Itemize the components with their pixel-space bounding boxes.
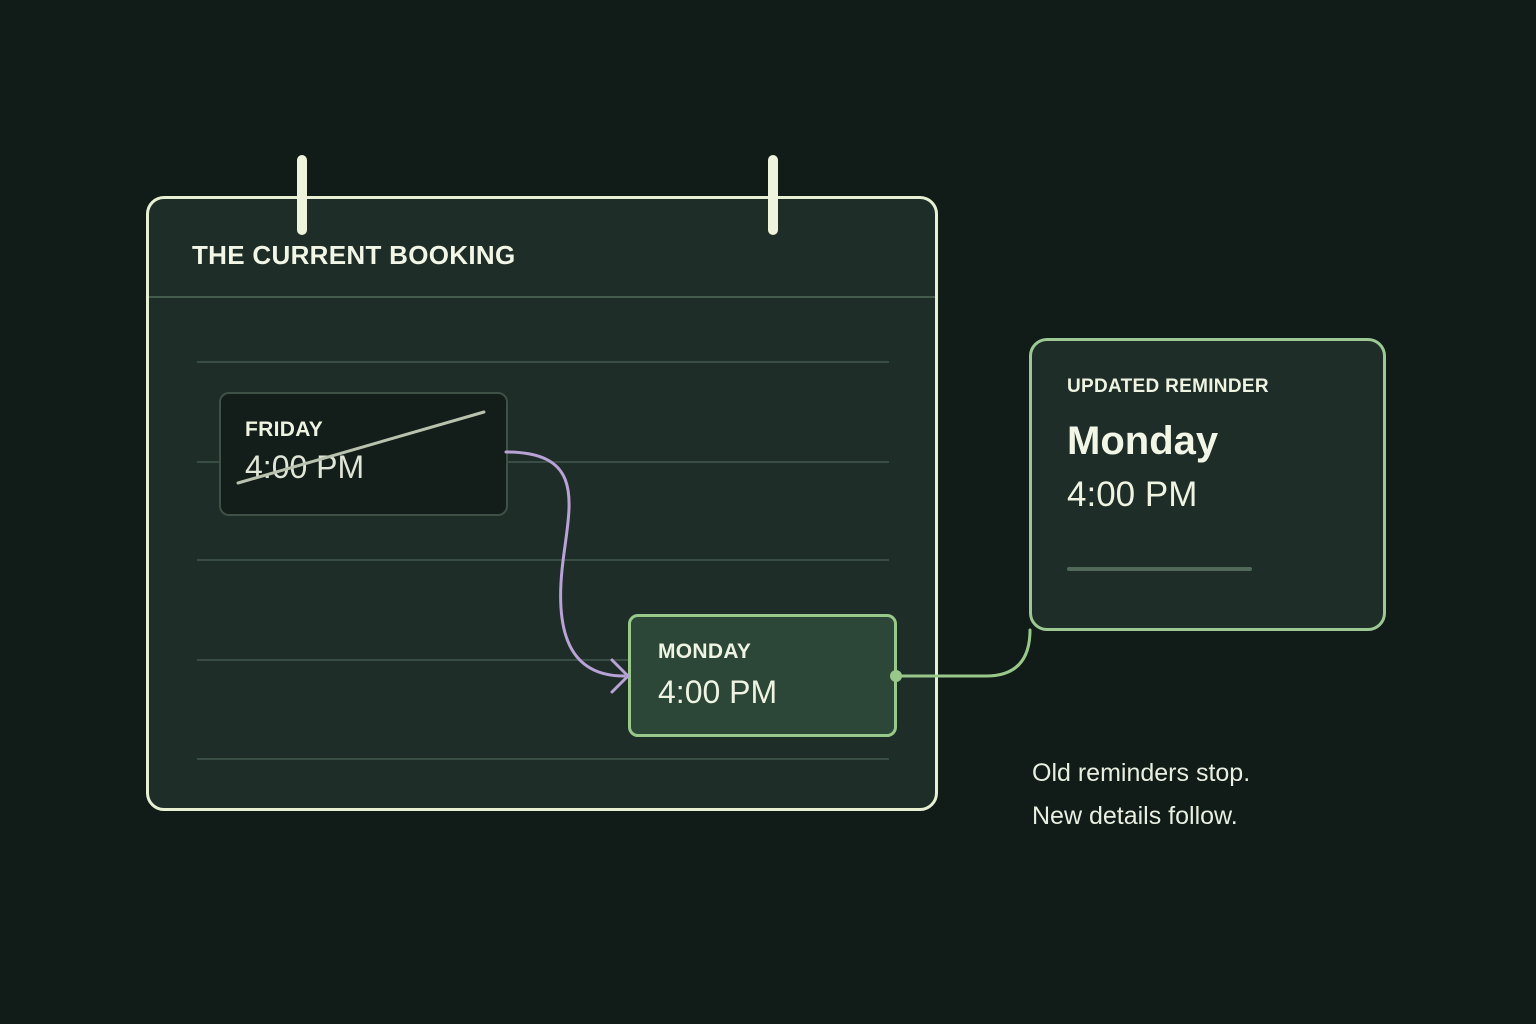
note-line-new-details: New details follow. bbox=[1032, 802, 1238, 830]
calendar-row-line bbox=[197, 758, 889, 760]
updated-reminder-card: UPDATED REMINDER Monday 4:00 PM bbox=[1029, 338, 1386, 631]
calendar-binding-ring bbox=[768, 155, 778, 235]
calendar-binding-ring bbox=[297, 155, 307, 235]
old-booking-slot: FRIDAY 4:00 PM bbox=[219, 392, 508, 516]
new-slot-day: MONDAY bbox=[658, 640, 752, 663]
calendar-header-divider bbox=[149, 296, 935, 298]
old-slot-time: 4:00 PM bbox=[245, 449, 365, 485]
new-booking-slot: MONDAY 4:00 PM bbox=[628, 614, 897, 737]
reminder-placeholder-bar bbox=[1067, 567, 1252, 571]
old-slot-day: FRIDAY bbox=[245, 418, 324, 441]
reminder-time: 4:00 PM bbox=[1067, 475, 1198, 514]
note-line-old-reminders: Old reminders stop. bbox=[1032, 759, 1251, 787]
reminder-day: Monday bbox=[1067, 419, 1219, 463]
calendar-row-line bbox=[197, 361, 889, 363]
calendar-row-line bbox=[197, 559, 889, 561]
reminder-label: UPDATED REMINDER bbox=[1067, 376, 1269, 397]
calendar-title: THE CURRENT BOOKING bbox=[192, 240, 516, 270]
new-slot-time: 4:00 PM bbox=[658, 674, 778, 710]
